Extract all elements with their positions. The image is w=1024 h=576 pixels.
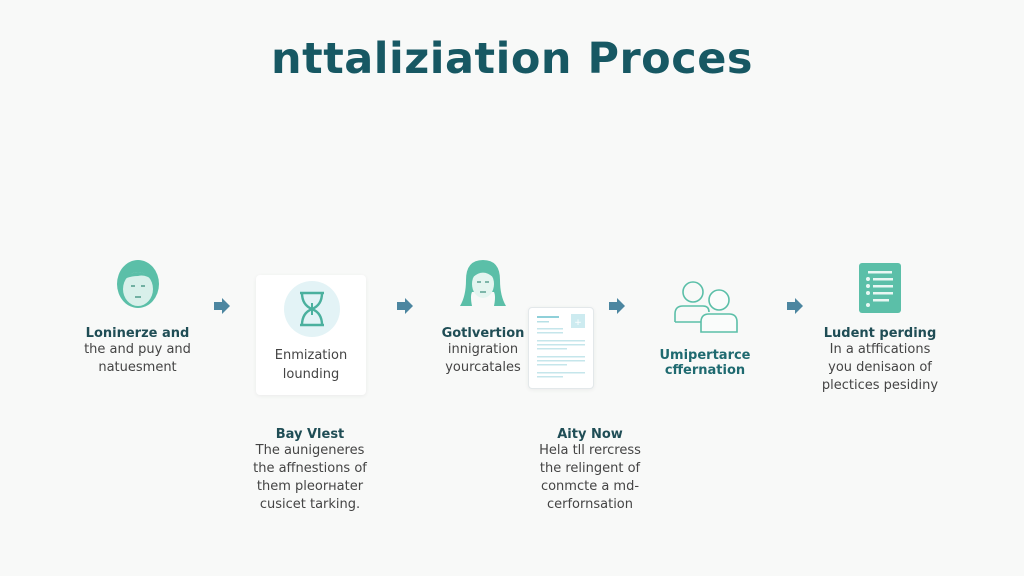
step-5-line-1: In a atffications <box>829 342 931 357</box>
step-3: Gotlvertion innigration yourcatales <box>436 258 530 377</box>
two-users-icon <box>669 278 741 334</box>
step-1: Loninerze and the and puy and natuesment <box>70 258 205 377</box>
sub-note-2: Aity Now Hela tll rercress the relingent… <box>520 427 660 514</box>
sub-note-1-line-1: The aunigeneres <box>255 443 365 458</box>
sub-note-2-line-4: cerfornsation <box>546 497 634 512</box>
woman-face-icon <box>458 258 508 310</box>
step-1-heading: Loninerze and <box>85 326 190 341</box>
step-4-line-1: cffernation <box>664 363 746 378</box>
sub-note-1: Bay Vlest The aunigeneres the affnestion… <box>240 427 380 514</box>
sub-note-2-heading: Aity Now <box>557 427 623 442</box>
step-5-line-2: you denisaon of <box>828 360 932 375</box>
right-arrow-icon <box>213 297 231 315</box>
sub-note-2-line-1: Hela tll rercress <box>539 443 641 458</box>
step-3-line-2: yourcatales <box>445 360 521 375</box>
step-1-line-2: natuesment <box>98 360 177 375</box>
sub-note-2-line-2: the relingent of <box>539 461 641 476</box>
right-arrow-icon <box>396 297 414 315</box>
step-2-card: Enmization lounding <box>256 275 366 395</box>
right-arrow-icon <box>608 297 626 315</box>
step-3-line-1: innigration <box>447 342 519 357</box>
step-1-line-1: the and puy and <box>84 342 191 357</box>
checklist-document-icon <box>858 262 902 314</box>
hourglass-icon <box>284 281 340 337</box>
page-title: nttaliziation Proces <box>271 34 753 84</box>
step-2-line-2: lounding <box>282 367 340 382</box>
svg-text:+: + <box>574 318 582 328</box>
person-face-icon <box>115 258 161 316</box>
step-4-heading: Umipertarce <box>659 348 751 363</box>
right-arrow-icon <box>786 297 804 315</box>
step-5-heading: Ludent perding <box>823 326 937 341</box>
sub-note-1-line-2: the affnestions of <box>253 461 367 476</box>
sub-note-1-line-4: cusicet tarking. <box>259 497 361 512</box>
step-4: Umipertarce cffernation <box>650 278 760 378</box>
sub-note-1-heading: Bay Vlest <box>275 427 345 442</box>
step-3-heading: Gotlvertion <box>441 326 525 341</box>
step-2-line-1: Enmization <box>274 348 348 363</box>
sub-note-1-line-3: them pleorнater <box>256 479 364 494</box>
step-5: Ludent perding In a atffications you den… <box>810 262 950 395</box>
document-illustration: + <box>528 307 594 389</box>
step-5-line-3: plectices pesidiny <box>821 378 939 393</box>
sub-note-2-line-3: conmcte a md- <box>540 479 640 494</box>
